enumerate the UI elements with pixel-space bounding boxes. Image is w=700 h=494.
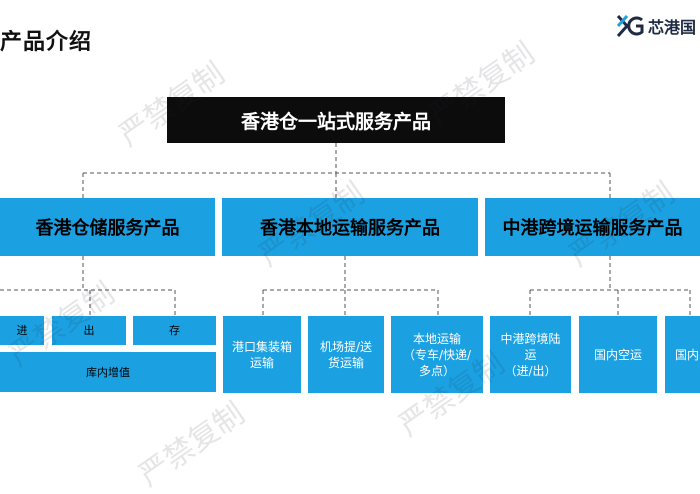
logo-text: 芯港国 <box>648 18 697 37</box>
crossborder-item-domestic: 国内 <box>665 316 700 393</box>
warehouse-item-store: 存 <box>133 316 216 345</box>
category-crossborder-transport: 中港跨境运输服务产品 <box>485 198 700 256</box>
logo-icon <box>616 14 644 38</box>
page-title: 产品介绍 <box>0 30 93 55</box>
warehouse-item-out: 出 <box>52 316 126 345</box>
crossborder-item-land: 中港跨境陆 运 （进/出） <box>490 316 571 393</box>
brand-logo: 芯港国 <box>616 12 696 40</box>
crossborder-item-domestic-air: 国内空运 <box>579 316 657 393</box>
warehouse-value-added: 库内增值 <box>0 352 216 392</box>
category-local-transport: 香港本地运输服务产品 <box>222 198 478 256</box>
local-item-airport-delivery: 机场提/送 货运输 <box>308 316 384 393</box>
warehouse-item-in: 进 <box>0 316 44 345</box>
category-warehouse: 香港仓储服务产品 <box>0 198 215 256</box>
local-item-local-transport: 本地运输 （专车/快递/ 多点） <box>391 316 483 393</box>
root-node: 香港仓一站式服务产品 <box>167 97 505 143</box>
local-item-port-container: 港口集装箱 运输 <box>223 316 301 393</box>
connector-lines <box>0 143 691 316</box>
